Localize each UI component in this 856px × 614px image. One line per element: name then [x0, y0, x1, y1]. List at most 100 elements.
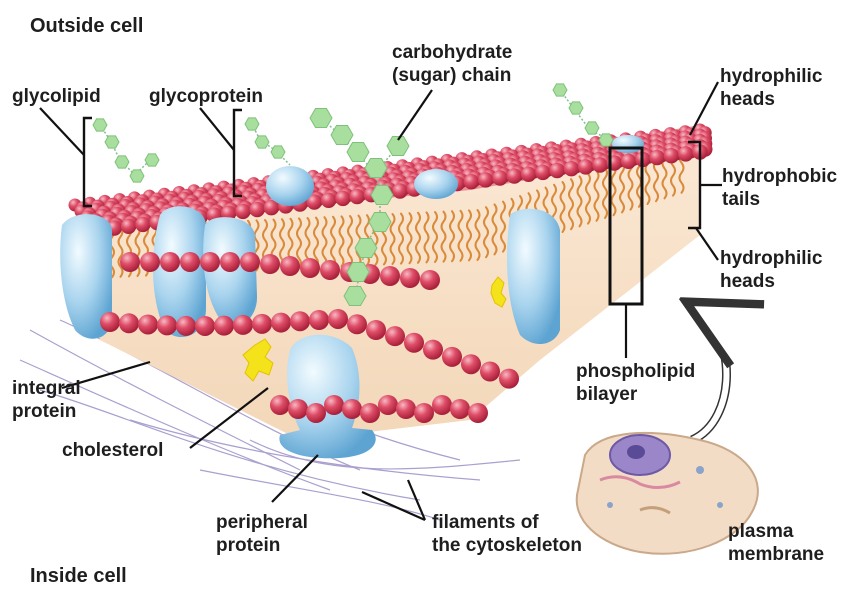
peripheral-protein-line1: peripheral — [216, 512, 308, 533]
phospholipid-head-front — [499, 369, 519, 389]
phospholipid-head-front — [280, 256, 300, 276]
phospholipid-head-front — [240, 252, 260, 272]
inside-cell-label: Inside cell — [30, 566, 127, 587]
phospholipid-head — [535, 165, 550, 180]
hydrophobic-tails-line1: hydrophobic — [722, 166, 837, 187]
phospholipid-bilayer-line1: phospholipid — [576, 361, 695, 382]
phospholipid-head — [392, 183, 407, 198]
phospholipid-head-front — [396, 399, 416, 419]
sugar-unit — [255, 136, 269, 148]
sugar-unit — [145, 154, 159, 166]
phospholipid-head-front — [300, 258, 320, 278]
phospholipid-head — [349, 189, 364, 204]
phospholipid-head — [335, 191, 350, 206]
hydrophobic-tails-line2: tails — [722, 189, 760, 210]
phospholipid-head-front — [414, 403, 434, 423]
phospholipid-head-front — [290, 311, 310, 331]
sugar-unit — [93, 119, 107, 131]
phospholipid-head-front — [347, 314, 367, 334]
phospholipid-head — [649, 150, 664, 165]
plasma-membrane-line2: membrane — [728, 544, 824, 565]
phospholipid-head-front — [461, 354, 481, 374]
phospholipid-head — [478, 172, 493, 187]
phospholipid-head — [664, 148, 679, 163]
phospholipid-head-front — [306, 403, 326, 423]
phospholipid-head-front — [360, 403, 380, 423]
phospholipid-head — [135, 217, 150, 232]
phospholipid-head-front — [176, 316, 196, 336]
phospholipid-head — [521, 167, 536, 182]
phospholipid-head-front — [420, 270, 440, 290]
phospholipid-head — [507, 168, 522, 183]
phospholipid-head-front — [252, 314, 272, 334]
phospholipid-head — [492, 170, 507, 185]
sugar-unit — [369, 213, 391, 232]
phospholipid-head-front — [309, 310, 329, 330]
phospholipid-head — [121, 219, 136, 234]
phospholipid-head-front — [480, 361, 500, 381]
phospholipid-head — [235, 204, 250, 219]
phospholipid-head-front — [385, 326, 405, 346]
phospholipid-head — [564, 161, 579, 176]
sugar-unit — [347, 143, 369, 162]
phospholipid-head-front — [120, 252, 140, 272]
carbohydrate-label-line2: (sugar) chain — [392, 65, 511, 86]
phospholipid-head-front — [380, 266, 400, 286]
carbohydrate-label-line1: carbohydrate — [392, 42, 512, 63]
phospholipid-head-front — [270, 395, 290, 415]
cholesterol-label: cholesterol — [62, 440, 163, 461]
phospholipid-head-front — [450, 399, 470, 419]
hydrophilic-heads-bottom-line2: heads — [720, 271, 775, 292]
phospholipid-head-front — [404, 333, 424, 353]
phospholipid-head-front — [260, 254, 280, 274]
phospholipid-head-front — [200, 252, 220, 272]
phospholipid-head-front — [180, 252, 200, 272]
phospholipid-head-front — [366, 320, 386, 340]
sugar-unit — [344, 287, 366, 306]
phospholipid-head-front — [432, 395, 452, 415]
phospholipid-head — [464, 174, 479, 189]
phospholipid-head-front — [214, 316, 234, 336]
sugar-unit — [310, 109, 332, 128]
glycoprotein-label: glycoprotein — [149, 86, 263, 107]
phospholipid-head-front — [328, 309, 348, 329]
phospholipid-head — [249, 202, 264, 217]
phospholipid-head — [621, 154, 636, 169]
sugar-unit — [271, 146, 285, 158]
sugar-unit — [371, 186, 393, 205]
phospholipid-head-front — [271, 313, 291, 333]
sugar-unit — [365, 159, 387, 178]
hydrophilic-heads-top-line1: hydrophilic — [720, 66, 822, 87]
plasma-membrane-line1: plasma — [728, 521, 793, 542]
sugar-unit — [245, 118, 259, 130]
sugar-unit — [569, 102, 583, 114]
sugar-unit — [599, 134, 613, 146]
phospholipid-head — [592, 157, 607, 172]
phospholipid-head — [578, 159, 593, 174]
sugar-unit — [585, 122, 599, 134]
phospholipid-head-front — [138, 314, 158, 334]
glycolipid-label: glycolipid — [12, 86, 101, 107]
filaments-label-line1: filaments of — [432, 512, 539, 533]
phospholipid-head — [321, 193, 336, 208]
phospholipid-head-front — [140, 252, 160, 272]
phospholipid-head-front — [442, 347, 462, 367]
sugar-unit — [355, 239, 377, 258]
integral-protein-line1: integral — [12, 378, 81, 399]
phospholipid-head — [678, 146, 693, 161]
filaments-label-line2: the cytoskeleton — [432, 535, 582, 556]
phospholipid-head-front — [324, 395, 344, 415]
sugar-unit — [331, 126, 353, 145]
integral-protein-line2: protein — [12, 401, 76, 422]
sugar-unit — [105, 136, 119, 148]
phospholipid-head — [549, 163, 564, 178]
phospholipid-head-front — [342, 399, 362, 419]
phospholipid-head-front — [233, 315, 253, 335]
peripheral-protein-line2: protein — [216, 535, 280, 556]
phospholipid-head-front — [157, 315, 177, 335]
phospholipid-head-front — [378, 395, 398, 415]
hydrophilic-heads-top-line2: heads — [720, 89, 775, 110]
phospholipid-head-front — [119, 313, 139, 333]
phospholipid-head-front — [400, 268, 420, 288]
sugar-unit — [553, 84, 567, 96]
